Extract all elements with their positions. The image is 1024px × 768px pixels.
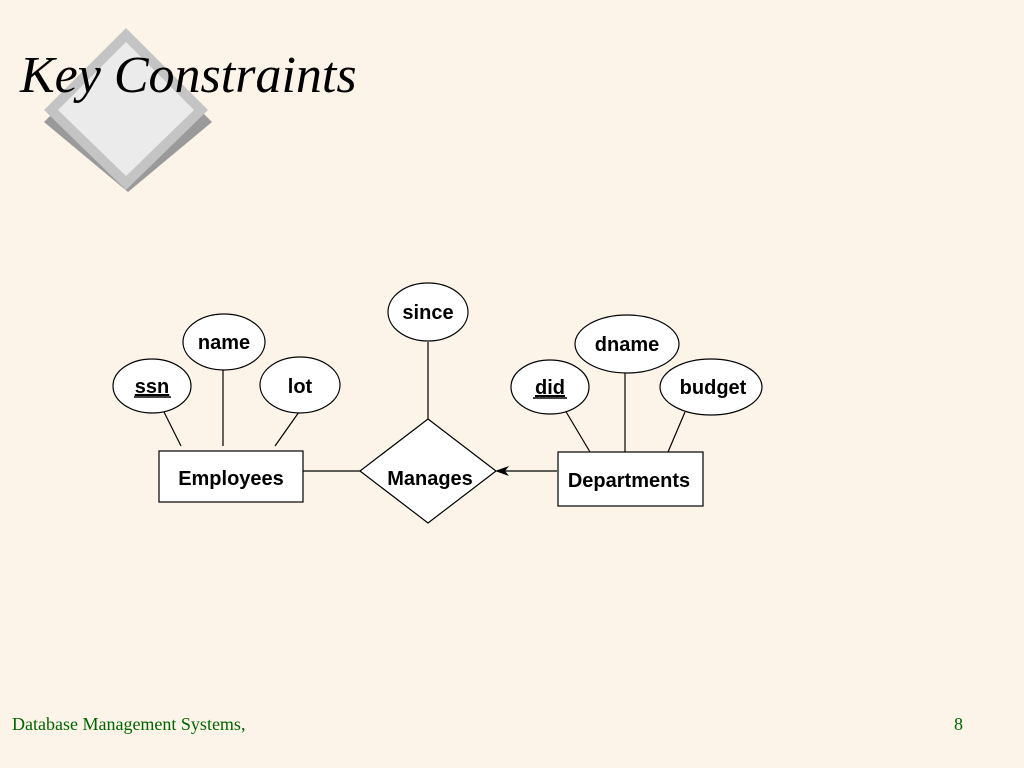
attribute-lot-label: lot	[288, 376, 313, 398]
attribute-ssn-label: ssn	[135, 376, 169, 398]
attribute-did-label: did	[535, 377, 565, 399]
attribute-budget-label: budget	[680, 377, 747, 399]
diamond-logo-inner	[58, 42, 194, 176]
slide-title: Key Constraints	[20, 47, 357, 104]
edge-ssn-employees	[162, 409, 182, 447]
attribute-dname: dname	[574, 314, 680, 374]
attribute-dname-label: dname	[595, 334, 659, 356]
entity-departments-label: Departments	[568, 470, 690, 492]
relationship-manages-label: Manages	[387, 468, 473, 490]
attribute-did: did	[510, 359, 590, 415]
entity-employees-label: Employees	[178, 468, 284, 490]
edge-lot-employees	[274, 411, 300, 447]
attribute-since: since	[387, 282, 469, 342]
attribute-ssn: ssn	[112, 358, 192, 414]
edge-budget-departments	[667, 411, 686, 453]
page-number: 8	[954, 714, 963, 734]
entity-employees: Employees	[158, 450, 304, 503]
attribute-name: name	[182, 313, 266, 371]
attribute-name-label: name	[198, 332, 250, 354]
footer-text: Database Management Systems,	[12, 714, 246, 734]
entity-departments: Departments	[557, 451, 704, 507]
diamond-logo-icon	[44, 28, 212, 192]
attribute-budget: budget	[659, 358, 763, 416]
attribute-since-label: since	[402, 302, 453, 324]
edge-did-departments	[564, 409, 591, 453]
relationship-manages: Manages	[359, 418, 497, 524]
attribute-lot: lot	[259, 356, 341, 414]
